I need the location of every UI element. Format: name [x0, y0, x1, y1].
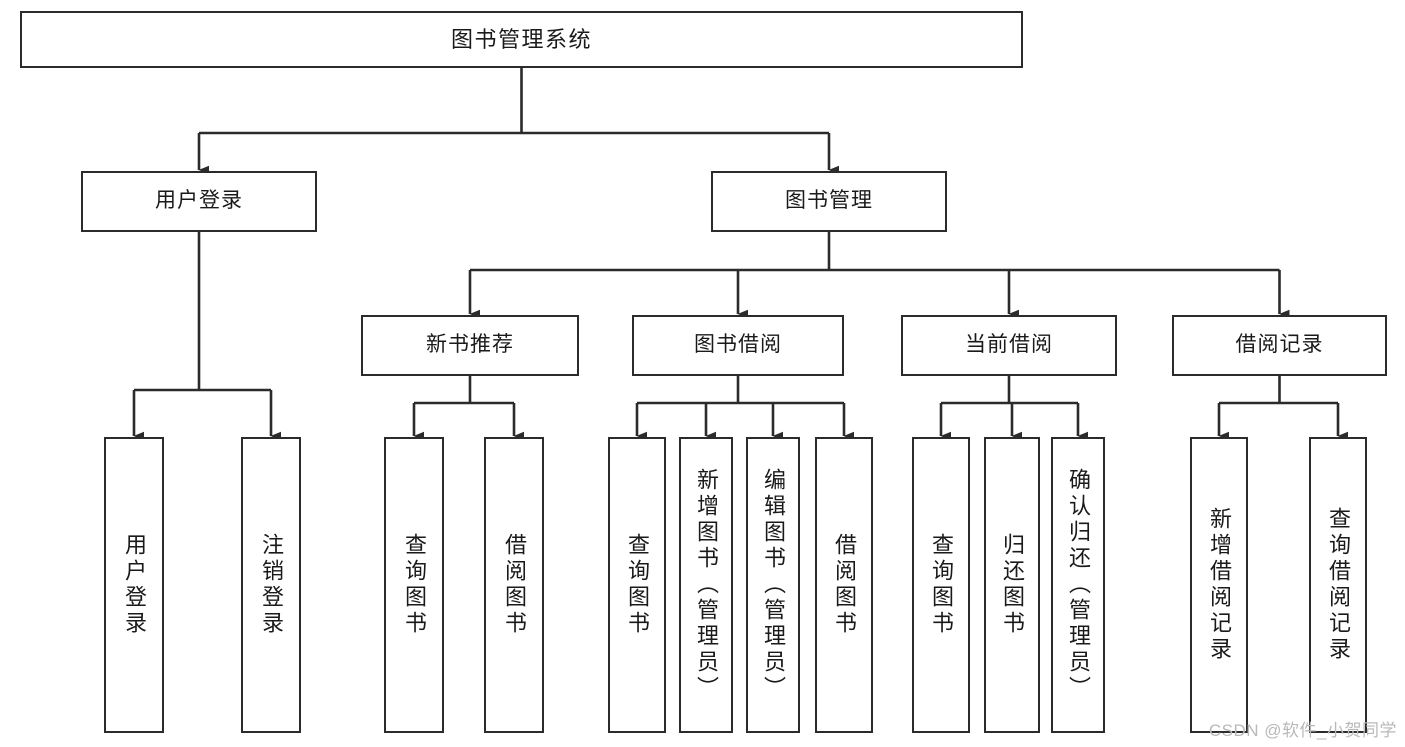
- node-label: 借阅图书: [502, 533, 527, 637]
- node-b4[interactable]: 借阅图书: [815, 437, 873, 733]
- node-n1[interactable]: 查询图书: [384, 437, 444, 733]
- node-label: 新增图书（管理员）: [694, 468, 719, 702]
- node-b2[interactable]: 新增图书（管理员）: [679, 437, 733, 733]
- node-label: 注销登录: [259, 533, 284, 637]
- node-l2[interactable]: 注销登录: [241, 437, 301, 733]
- node-root[interactable]: 图书管理系统: [20, 11, 1023, 68]
- node-borrow[interactable]: 图书借阅: [632, 315, 844, 376]
- node-label: 借阅图书: [832, 533, 857, 637]
- node-b1[interactable]: 查询图书: [608, 437, 666, 733]
- node-c3[interactable]: 确认归还（管理员）: [1051, 437, 1105, 733]
- node-label: 查询借阅记录: [1326, 507, 1351, 663]
- node-label: 新增借阅记录: [1207, 507, 1232, 663]
- node-b3[interactable]: 编辑图书（管理员）: [746, 437, 800, 733]
- node-current[interactable]: 当前借阅: [901, 315, 1117, 376]
- node-label: 新书推荐: [426, 333, 514, 357]
- node-label: 确认归还（管理员）: [1066, 468, 1091, 702]
- node-label: 借阅记录: [1235, 333, 1324, 357]
- node-label: 图书借阅: [694, 333, 782, 357]
- csdn-watermark: CSDN @软件_小贺同学: [1208, 721, 1397, 740]
- node-r1[interactable]: 新增借阅记录: [1190, 437, 1248, 733]
- node-login[interactable]: 用户登录: [81, 171, 317, 232]
- node-label: 编辑图书（管理员）: [761, 468, 786, 702]
- node-records[interactable]: 借阅记录: [1172, 315, 1387, 376]
- node-label: 查询图书: [929, 533, 954, 637]
- node-l1[interactable]: 用户登录: [104, 437, 164, 733]
- node-label: 用户登录: [155, 189, 243, 213]
- node-label: 查询图书: [402, 533, 427, 637]
- node-label: 用户登录: [122, 533, 147, 637]
- node-c1[interactable]: 查询图书: [912, 437, 970, 733]
- node-label: 归还图书: [1000, 533, 1025, 637]
- node-label: 图书管理: [785, 189, 873, 213]
- node-label: 图书管理系统: [450, 26, 592, 52]
- node-label: 查询图书: [625, 533, 650, 637]
- node-r2[interactable]: 查询借阅记录: [1309, 437, 1367, 733]
- node-c2[interactable]: 归还图书: [984, 437, 1040, 733]
- node-newbook[interactable]: 新书推荐: [361, 315, 579, 376]
- node-n2[interactable]: 借阅图书: [484, 437, 544, 733]
- node-label: 当前借阅: [965, 333, 1053, 357]
- node-bookmgmt[interactable]: 图书管理: [711, 171, 947, 232]
